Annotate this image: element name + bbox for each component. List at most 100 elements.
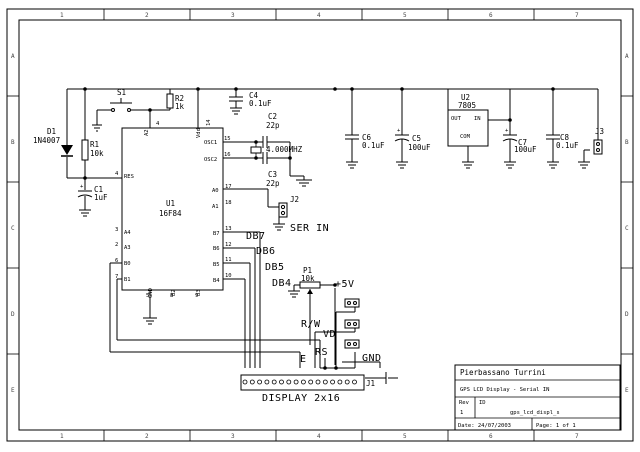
- net-rs: RS: [315, 347, 328, 358]
- c5-ref: C5: [412, 134, 421, 143]
- row-label: D: [11, 311, 15, 318]
- connector-j3: J3: [578, 127, 604, 169]
- pin-number: 7: [115, 274, 118, 280]
- row-label: B: [625, 139, 629, 146]
- c6-ref: C6: [362, 133, 372, 142]
- pin-number: 18: [225, 200, 232, 206]
- capacitor-c4: C4 0.1uF: [229, 91, 272, 115]
- col-label: 3: [231, 12, 235, 19]
- c7-value: 100uF: [514, 145, 537, 154]
- row-label: B: [11, 139, 15, 146]
- resistor-r2: R2 1k: [166, 93, 185, 111]
- col-label: 2: [145, 12, 149, 19]
- col-label: 7: [575, 433, 579, 440]
- pin-b6: B6: [213, 246, 220, 252]
- pin-number: 9: [195, 293, 198, 299]
- row-label: A: [11, 53, 15, 60]
- c5-value: 100uF: [408, 143, 431, 152]
- display-label: DISPLAY 2x16: [262, 393, 340, 404]
- j1-pin: [249, 379, 255, 385]
- j1-ref: J1: [366, 379, 375, 388]
- u1-ref: U1: [166, 199, 175, 208]
- c7-ref: C7: [518, 138, 527, 147]
- rev-label: Rev: [459, 400, 470, 406]
- id-label: ID: [479, 400, 486, 406]
- u2-ref: U2: [461, 93, 470, 102]
- capacitor-c8: C8 0.1uF: [546, 133, 579, 169]
- net-vd: VD: [323, 329, 336, 340]
- j1-pin: [293, 379, 299, 385]
- c4-value: 0.1uF: [249, 99, 272, 108]
- j1-pin: [352, 379, 357, 385]
- row-label: C: [11, 225, 15, 232]
- crystal-x1: 4.000MHZ: [250, 145, 303, 154]
- j1-pin: [300, 379, 306, 385]
- col-label: 4: [317, 433, 321, 440]
- pin-number: 10: [225, 273, 232, 279]
- pin-number: 12: [225, 242, 232, 248]
- pin-number: 13: [225, 226, 232, 232]
- svg-text:+: +: [505, 128, 509, 134]
- j1-pin: [315, 379, 321, 385]
- wires: [66, 88, 599, 379]
- row-label: E: [625, 387, 629, 394]
- connector-j2: J2 SER IN: [273, 195, 329, 234]
- u2-value: 7805: [458, 101, 476, 110]
- border-row-labels: A B C D E A B C D E: [11, 53, 629, 394]
- net-db5: DB5: [265, 262, 285, 273]
- pin-res: RES: [124, 174, 134, 180]
- pin-b7: B7: [213, 231, 220, 237]
- j1-pin: [264, 379, 270, 385]
- c2-ref: C2: [268, 112, 277, 121]
- pin-number: 11: [225, 257, 232, 263]
- svg-text:+: +: [80, 184, 84, 190]
- net-e: E: [300, 354, 307, 365]
- diode-d1: D1 1N4007: [33, 127, 73, 157]
- id-value: gps_lcd_displ_s: [510, 410, 560, 416]
- c1-ref: C1: [94, 185, 103, 194]
- pin-number: 6: [115, 258, 118, 264]
- u2-pin-com: COM: [460, 134, 471, 140]
- switch-s1: S1: [92, 88, 132, 132]
- pin-a1: A1: [212, 204, 219, 210]
- col-label: 1: [60, 12, 64, 19]
- pin-b2: B2: [171, 289, 177, 296]
- title-block: Pierbassano Turrini GPS LCD Display - Se…: [454, 364, 621, 431]
- u2-pin-out: OUT: [451, 116, 462, 122]
- j1-pin: [322, 379, 328, 385]
- j1-pin: [286, 379, 292, 385]
- pin-number: 4: [115, 171, 119, 177]
- mcu-u1: U1 16F84 A2 4 Vdd 14 4 RES OSC1 15 OSC2 …: [115, 119, 232, 299]
- j1-pin: [337, 379, 343, 385]
- regulator-u2: U2 7805 OUT IN COM: [447, 93, 489, 169]
- net-gnd: GND: [362, 353, 382, 364]
- pin-osc1: OSC1: [204, 140, 217, 146]
- col-label: 5: [403, 433, 407, 440]
- net-plus5v: +5V: [335, 279, 355, 290]
- pin-a0: A0: [212, 188, 219, 194]
- u2-pin-in: IN: [474, 116, 481, 122]
- net-rw: R/W: [301, 319, 321, 330]
- j1-pin: [330, 379, 336, 385]
- j1-pin: [344, 379, 350, 385]
- row-label: D: [625, 311, 629, 318]
- col-label: 6: [489, 433, 493, 440]
- c6-value: 0.1uF: [362, 141, 385, 150]
- row-label: A: [625, 53, 629, 60]
- pin-number: 5: [146, 293, 149, 299]
- d1-value: 1N4007: [33, 136, 60, 145]
- pin-a3: A3: [124, 245, 131, 251]
- pin-gnd: GND: [148, 288, 154, 298]
- row-label: E: [11, 387, 15, 394]
- net-db6: DB6: [256, 246, 276, 257]
- capacitor-c3: C3 22p: [262, 152, 280, 188]
- title-author: Pierbassano Turrini: [460, 368, 546, 377]
- col-label: 3: [231, 433, 235, 440]
- pin-b1: B1: [124, 277, 131, 283]
- c4-ref: C4: [249, 91, 259, 100]
- page-text: Page: 1 of 1: [536, 423, 576, 429]
- p1-ref: P1: [303, 266, 312, 275]
- jumper-rw: [344, 298, 360, 308]
- drawing-border: [6, 8, 634, 442]
